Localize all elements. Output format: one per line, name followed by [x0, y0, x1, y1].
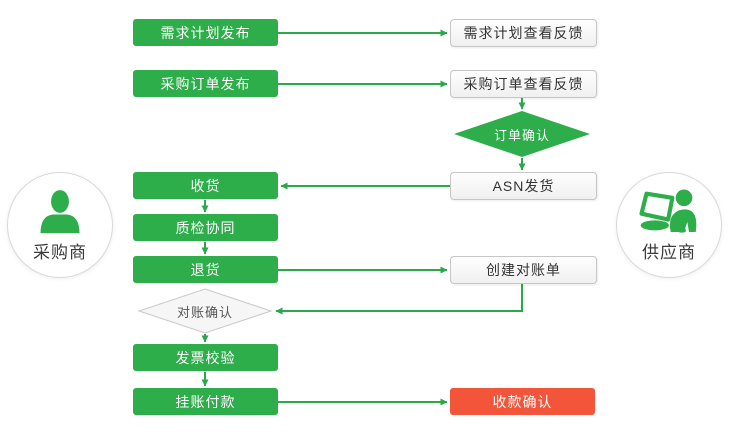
node-demand-plan-publish: 需求计划发布 — [133, 19, 278, 46]
diamond-label: 对账确认 — [176, 304, 233, 320]
node-asn-shipping: ASN发货 — [450, 172, 597, 200]
arrow-statement-to-confirm — [275, 284, 523, 315]
diamond-label: 订单确认 — [493, 127, 550, 143]
node-order-confirm: 订单确认 — [454, 111, 590, 157]
node-demand-plan-feedback: 需求计划查看反馈 — [450, 19, 597, 47]
node-po-publish: 采购订单发布 — [133, 70, 278, 97]
node-receive-goods: 收货 — [133, 172, 278, 199]
person-laptop-icon — [639, 187, 699, 237]
node-statement-confirm: 对账确认 — [137, 288, 273, 334]
node-create-statement: 创建对账单 — [450, 256, 597, 284]
node-receipt-confirm: 收款确认 — [450, 388, 595, 415]
node-quality-collaboration: 质检协同 — [133, 214, 278, 241]
node-po-feedback: 采购订单查看反馈 — [450, 70, 597, 98]
node-invoice-verification: 发票校验 — [133, 344, 278, 371]
diamond-shape-white — [137, 288, 273, 334]
node-book-payment: 挂账付款 — [133, 388, 278, 415]
actor-supplier: 供应商 — [616, 172, 722, 278]
diamond-shape-green — [454, 111, 590, 157]
actor-buyer: 采购商 — [7, 172, 113, 278]
node-return-goods: 退货 — [133, 256, 278, 283]
person-icon — [34, 187, 86, 237]
actor-supplier-label: 供应商 — [642, 243, 696, 262]
actor-buyer-label: 采购商 — [33, 243, 87, 262]
